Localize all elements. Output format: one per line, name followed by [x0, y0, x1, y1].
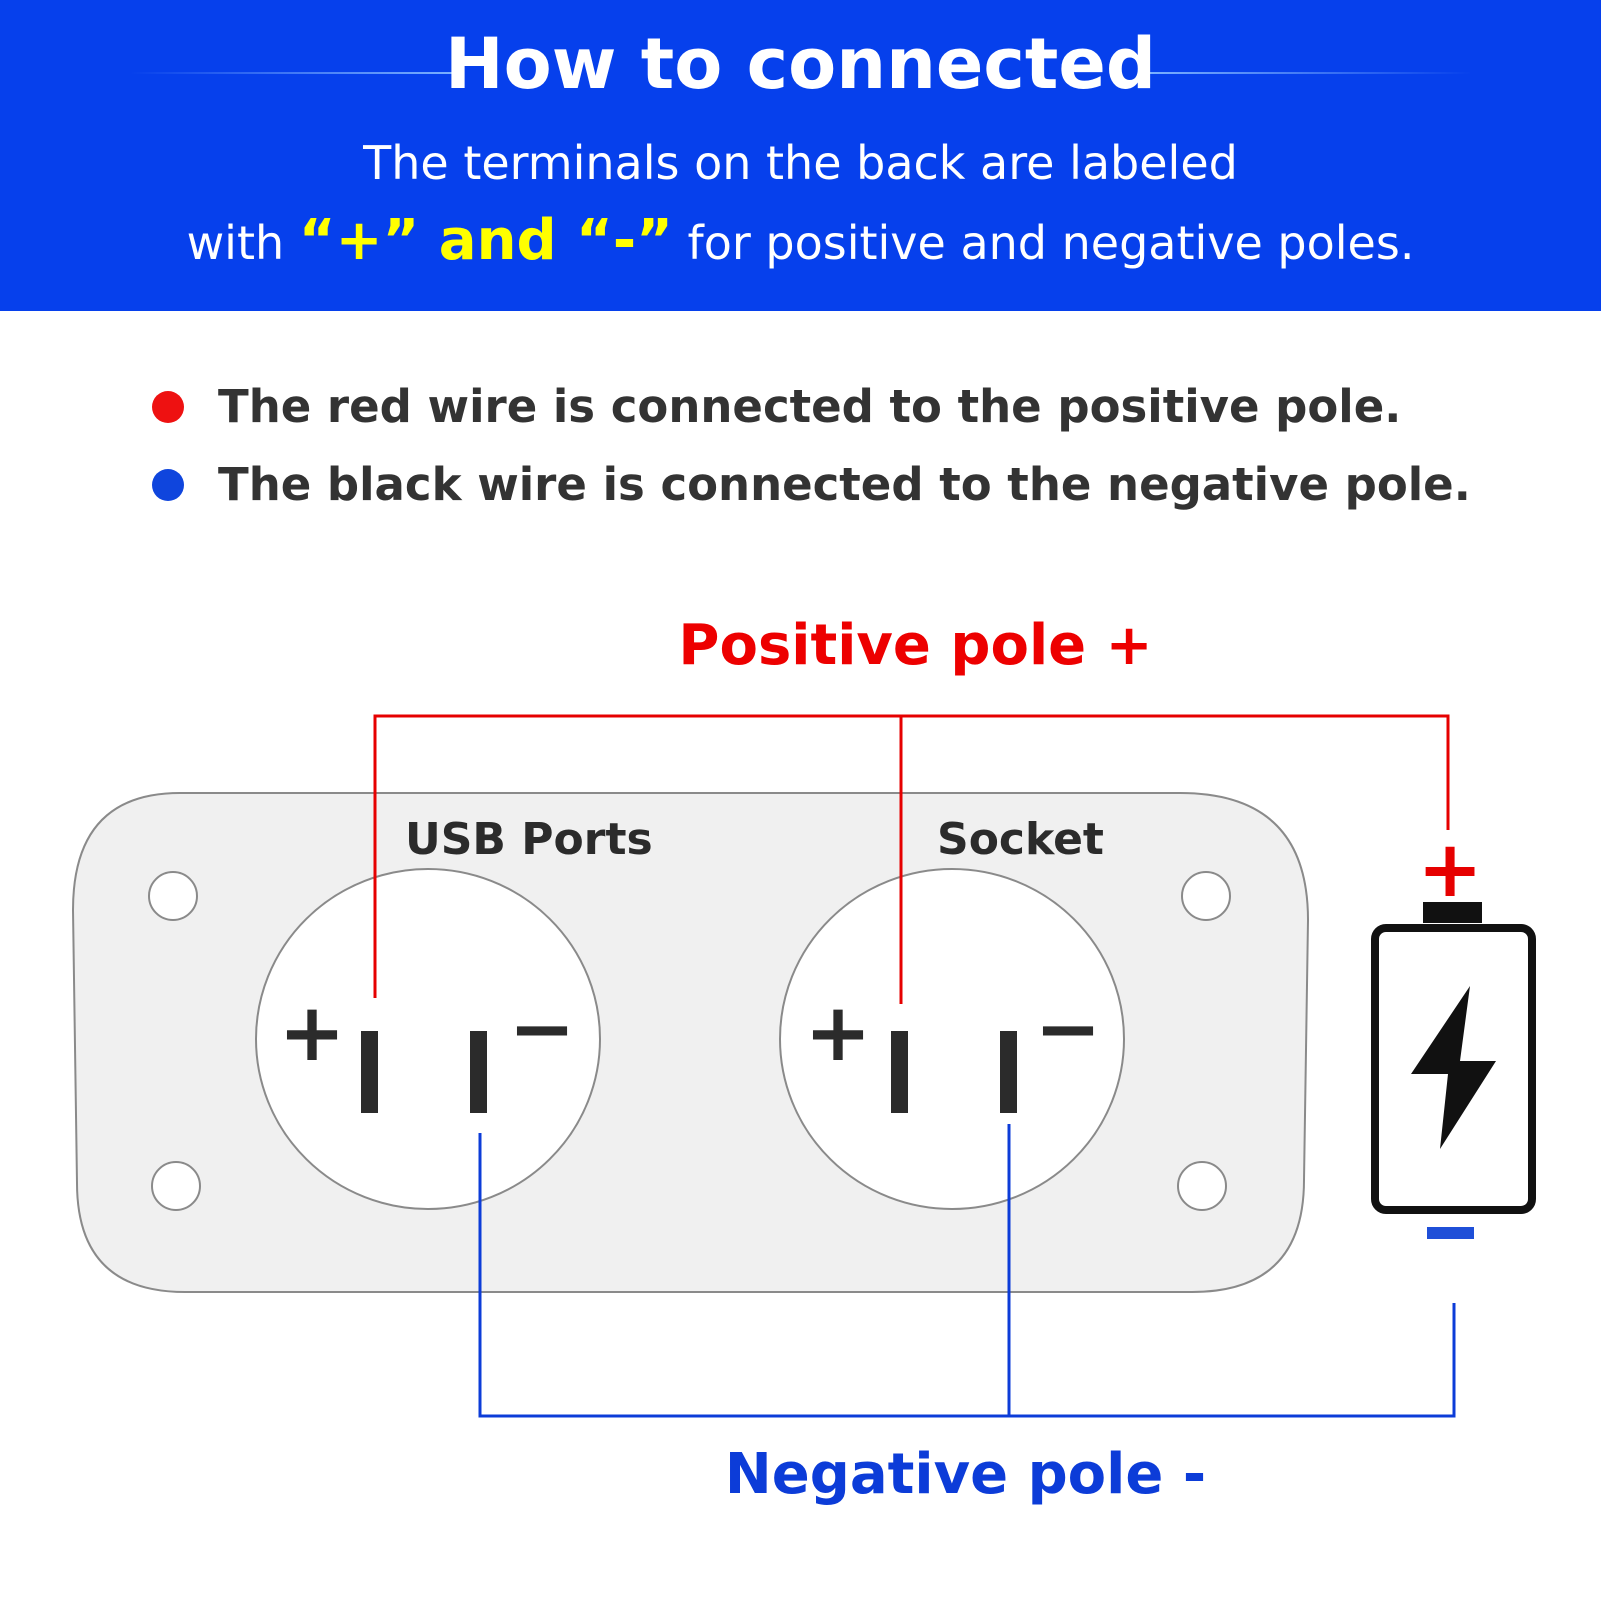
subtitle-line-1: The terminals on the back are labeled: [363, 136, 1238, 190]
socket-plus-sign: +: [804, 986, 871, 1079]
socket-circle: [779, 868, 1125, 1210]
subtitle-suffix: for positive and negative poles.: [687, 216, 1415, 270]
title-divider-right: [1150, 72, 1472, 74]
mounting-hole: [148, 871, 198, 921]
negative-wire: [478, 1133, 1456, 1418]
header-banner: How to connected The terminals on the ba…: [0, 0, 1601, 311]
subtitle-prefix: with: [186, 216, 285, 270]
positive-wire: [373, 714, 1450, 998]
bullet-black-wire: The black wire is connected to the negat…: [152, 455, 1552, 515]
subtitle-line-2: with “+” and “-” for positive and negati…: [0, 207, 1601, 274]
socket-minus-sign: −: [1034, 982, 1101, 1075]
mounting-hole: [1177, 1161, 1227, 1211]
usb-negative-terminal: [470, 1031, 487, 1113]
positive-pole-label: Positive pole +: [678, 613, 1153, 678]
mounting-hole: [1181, 871, 1231, 921]
socket-negative-terminal: [1000, 1031, 1017, 1113]
battery-icon: [1371, 902, 1536, 1214]
usb-minus-sign: −: [508, 982, 575, 1075]
battery-minus-sign: [1427, 1227, 1474, 1239]
socket-label: Socket: [937, 814, 1104, 865]
subtitle-highlight: “+” and “-”: [298, 208, 673, 273]
battery-cap: [1423, 902, 1482, 923]
blue-dot-icon: [152, 469, 184, 501]
bullet-red-wire: The red wire is connected to the positiv…: [152, 377, 1552, 437]
usb-port-circle: [255, 868, 601, 1210]
socket-positive-terminal: [891, 1031, 908, 1113]
usb-plus-sign: +: [278, 986, 345, 1079]
bullet-text: The black wire is connected to the negat…: [218, 458, 1471, 511]
page-title: How to connected: [445, 23, 1156, 105]
usb-ports-label: USB Ports: [405, 814, 653, 865]
usb-positive-terminal: [361, 1031, 378, 1113]
negative-pole-label: Negative pole -: [724, 1442, 1207, 1507]
lightning-bolt-icon: [1411, 986, 1496, 1149]
title-divider-left: [130, 72, 452, 74]
battery-plus-sign: +: [1417, 825, 1482, 915]
bullet-text: The red wire is connected to the positiv…: [218, 380, 1402, 433]
mounting-hole: [151, 1161, 201, 1211]
red-dot-icon: [152, 391, 184, 423]
